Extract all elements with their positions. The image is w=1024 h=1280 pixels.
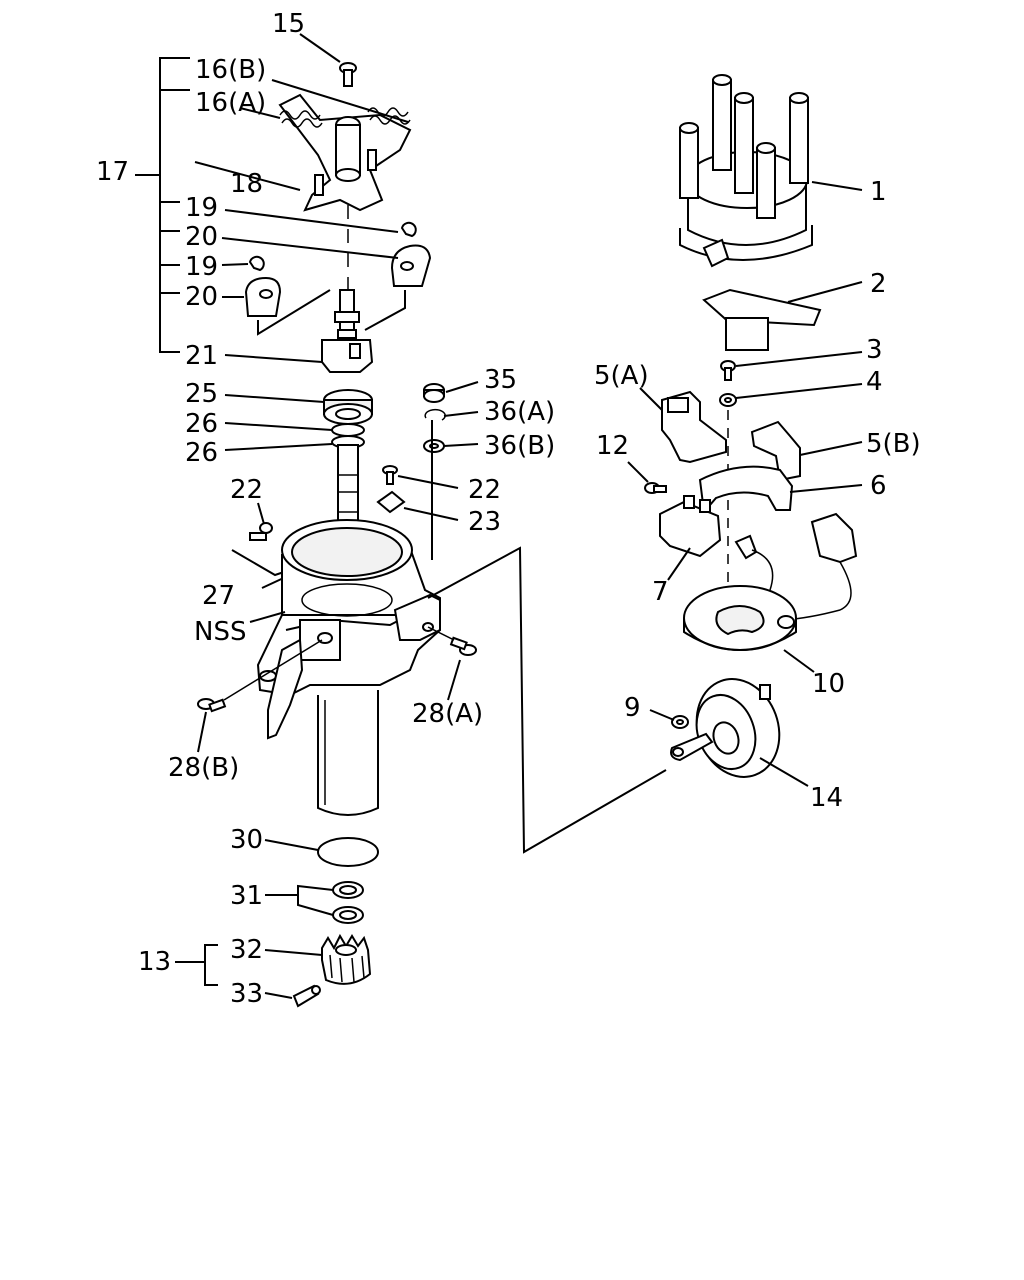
label-10: 10 (812, 669, 845, 699)
label-18: 18 (230, 169, 263, 199)
part-10-breaker-plate (683, 585, 815, 673)
part-20-weight-right (221, 237, 432, 287)
part-16b-spring (271, 79, 411, 125)
part-27-housing (249, 519, 441, 740)
label-17: 17 (96, 157, 129, 187)
label-36a: 36(A) (484, 397, 555, 427)
part-1-distributor-cap (679, 74, 863, 268)
part-22-screw-right (382, 465, 459, 489)
part-30-o-ring (264, 837, 379, 867)
part-31-washers (265, 881, 364, 924)
part-4-nut (719, 383, 863, 407)
part-26-washer-upper (224, 422, 365, 437)
label-26-lower: 26 (185, 438, 218, 468)
label-7: 7 (652, 577, 669, 607)
label-5a: 5(A) (594, 361, 649, 391)
label-22-right: 22 (468, 475, 501, 505)
label-20-lower: 20 (185, 282, 218, 312)
label-nss: NSS (194, 617, 246, 647)
label-5b: 5(B) (866, 429, 921, 459)
part-9-nut (649, 709, 689, 729)
part-12-screw (627, 461, 667, 494)
part-20-weight-left (222, 276, 282, 317)
label-30: 30 (230, 825, 263, 855)
sensor-connector (734, 512, 858, 621)
housing-shank (317, 690, 379, 816)
label-13: 13 (138, 947, 171, 977)
part-22-screw-left (249, 502, 273, 541)
label-32: 32 (230, 935, 263, 965)
label-25: 25 (185, 379, 218, 409)
label-4: 4 (866, 367, 883, 397)
label-31: 31 (230, 881, 263, 911)
label-19-upper: 19 (185, 193, 218, 223)
part-28a-screw (427, 626, 477, 701)
part-32-drive-gear (264, 933, 372, 985)
part-15-screw (299, 33, 357, 87)
label-28b: 28(B) (168, 753, 239, 783)
label-6: 6 (870, 471, 887, 501)
part-35-nut (423, 381, 479, 403)
part-3-screw (720, 351, 863, 381)
label-36b: 36(B) (484, 431, 555, 461)
label-16a: 16(A) (195, 88, 266, 118)
label-35: 35 (484, 365, 517, 395)
label-14: 14 (810, 783, 843, 813)
part-36a-washer (424, 408, 479, 421)
label-33: 33 (230, 979, 263, 1009)
part-14-vacuum-advance (670, 678, 809, 787)
label-16b: 16(B) (195, 55, 266, 85)
part-6-pickup-ring (698, 465, 863, 515)
label-2: 2 (870, 269, 887, 299)
label-27: 27 (202, 581, 235, 611)
label-21: 21 (185, 341, 218, 371)
part-21-cam-shaft (224, 289, 374, 373)
part-5b-bracket (750, 420, 863, 482)
part-5a-module (639, 387, 727, 464)
label-23: 23 (468, 507, 501, 537)
label-15: 15 (272, 9, 305, 39)
label-28a: 28(A) (412, 699, 483, 729)
part-16a-spring (239, 107, 323, 128)
label-12: 12 (596, 431, 629, 461)
label-19-lower: 19 (185, 252, 218, 282)
group-bracket-13 (175, 944, 218, 986)
label-26-upper: 26 (185, 409, 218, 439)
part-2-rotor (702, 281, 863, 351)
label-1: 1 (870, 177, 887, 207)
part-33-pin (264, 984, 321, 1008)
part-labels: 15 16(B) 16(A) 17 18 19 20 19 20 21 25 2… (96, 9, 921, 1009)
part-7-igniter (659, 495, 722, 581)
part-19-clip-right (224, 209, 417, 238)
part-25-bearing (224, 389, 373, 425)
label-3: 3 (866, 335, 883, 365)
group-bracket-17 (135, 57, 190, 353)
part-28b-screw (197, 639, 323, 753)
part-23-plate (376, 490, 459, 521)
part-36b-washer (423, 439, 479, 453)
label-20-upper: 20 (185, 222, 218, 252)
part-19-clip-left (221, 255, 265, 272)
label-9: 9 (624, 693, 641, 723)
label-22-left: 22 (230, 475, 263, 505)
